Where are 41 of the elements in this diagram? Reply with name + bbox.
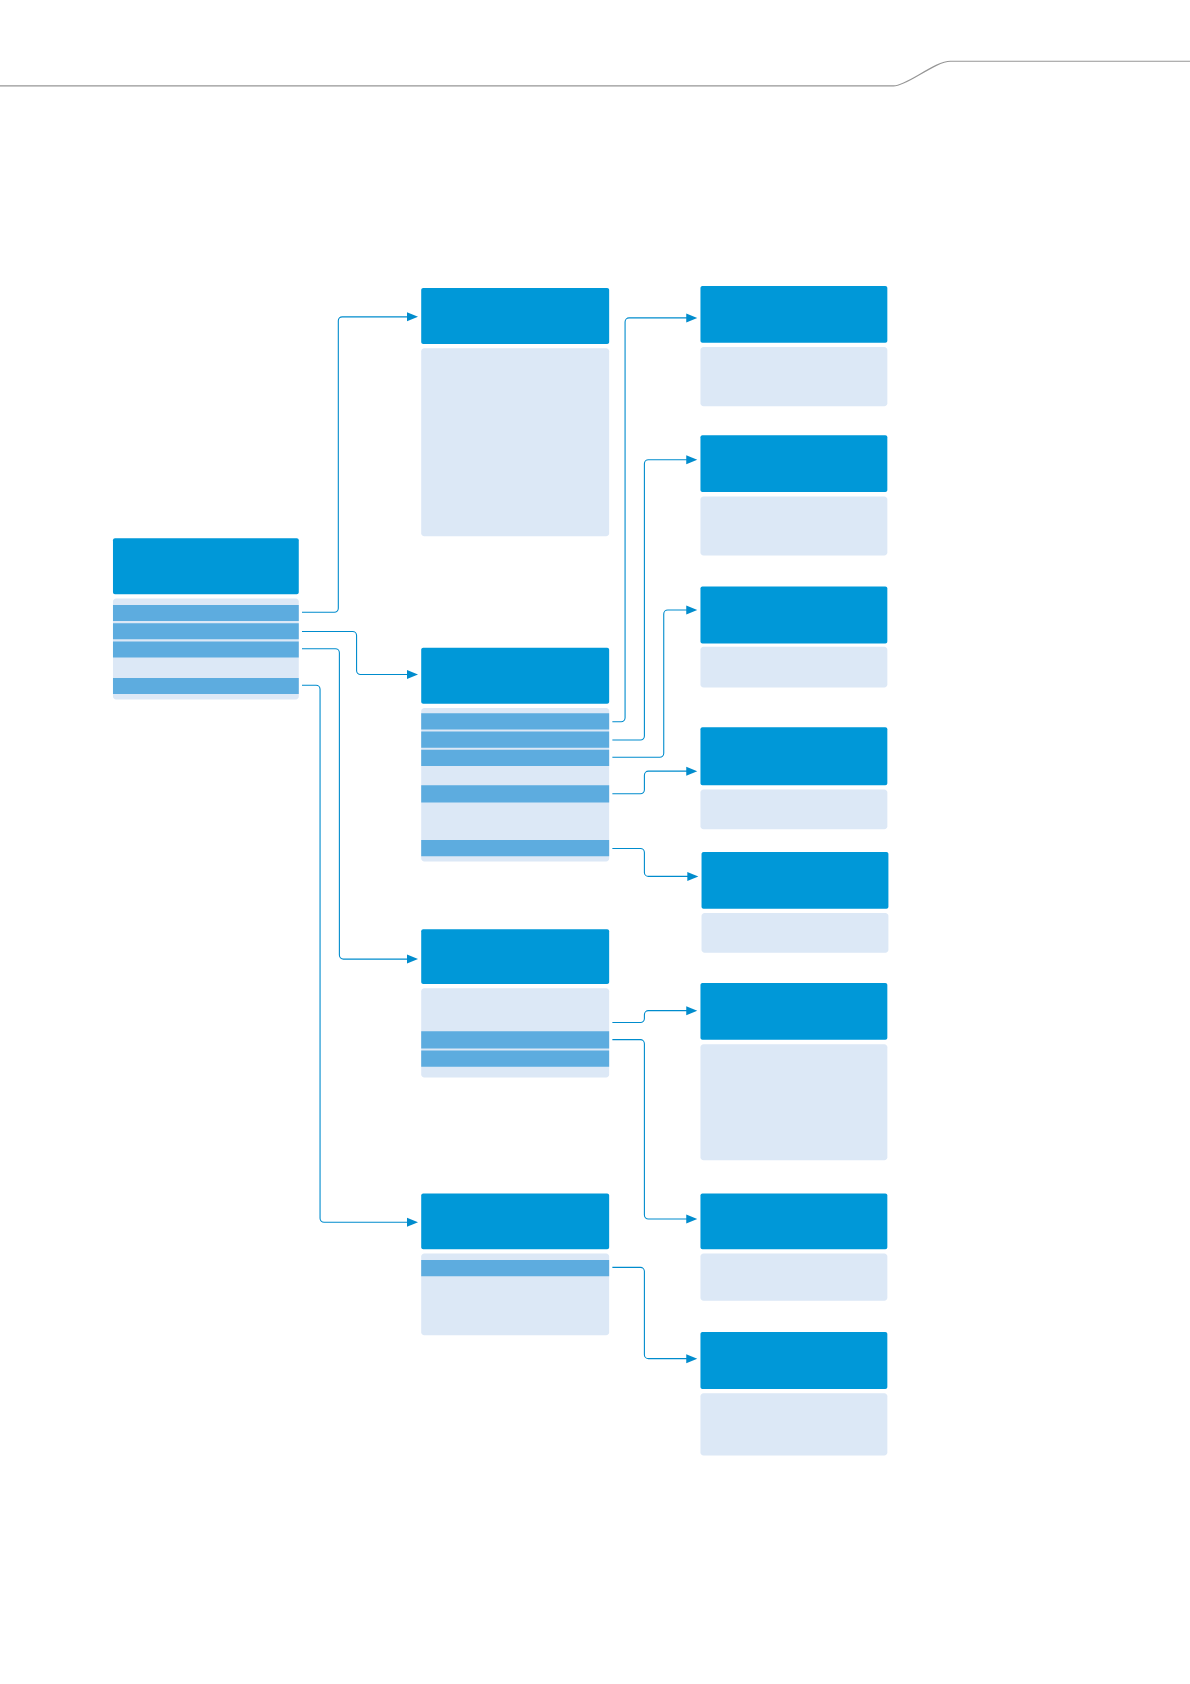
row-bar <box>421 785 610 803</box>
card-body <box>421 348 610 537</box>
card-body <box>700 1393 888 1456</box>
header-box <box>700 435 888 493</box>
arrow <box>611 1266 698 1364</box>
row-bar <box>112 623 299 640</box>
card-body <box>701 913 889 953</box>
card-body <box>700 347 888 407</box>
arrow <box>611 1006 698 1023</box>
header-box <box>700 586 888 644</box>
header-box <box>700 1193 888 1250</box>
card-body <box>700 496 888 556</box>
header-box <box>421 929 610 984</box>
header-box <box>421 1193 610 1250</box>
row-bar <box>421 840 610 857</box>
row-bar <box>421 1260 610 1277</box>
arrow <box>611 313 698 723</box>
header-box <box>700 727 888 786</box>
card-body <box>700 646 888 688</box>
header-box <box>421 647 610 704</box>
arrow <box>301 684 418 1227</box>
arrow <box>611 847 699 881</box>
arrow <box>301 312 418 613</box>
header-box <box>421 288 610 344</box>
row-bar <box>421 713 610 730</box>
arrow <box>611 766 698 795</box>
card-body <box>700 1253 888 1301</box>
card-body <box>700 789 888 830</box>
arrow <box>301 631 418 679</box>
header-box <box>700 285 888 343</box>
header-box <box>701 851 889 909</box>
arrow <box>301 648 418 964</box>
arrow <box>611 455 698 741</box>
header-box <box>700 982 888 1040</box>
header-box <box>112 538 299 595</box>
card-body <box>700 1044 888 1161</box>
row-bar <box>421 1031 610 1049</box>
arrow <box>611 1039 698 1224</box>
row-bar <box>112 641 299 658</box>
arrow <box>611 605 698 758</box>
header-box <box>700 1332 888 1389</box>
